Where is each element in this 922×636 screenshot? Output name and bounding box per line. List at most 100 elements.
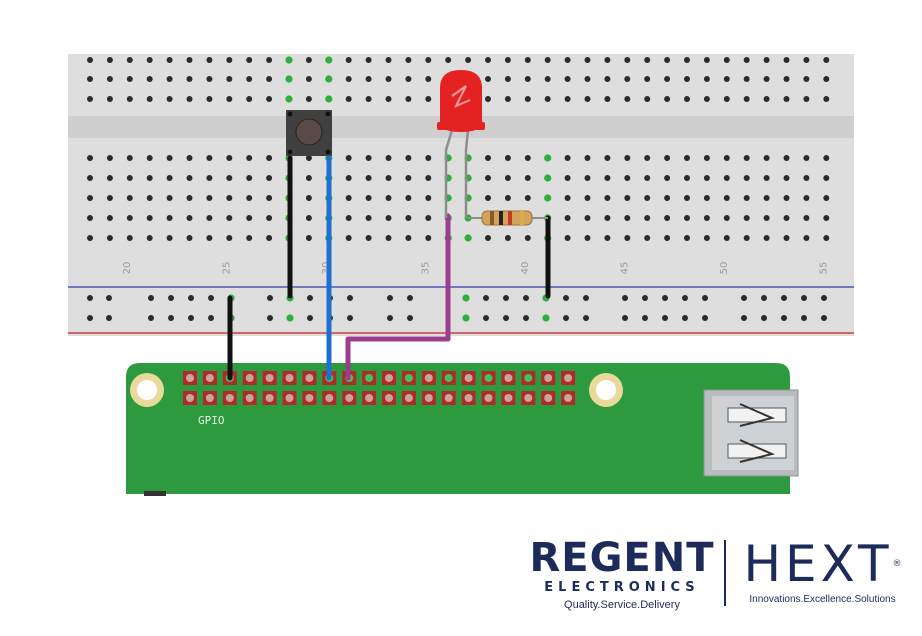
breadboard-hole — [188, 295, 194, 301]
breadboard-hole — [345, 175, 352, 181]
column-label: 40 — [520, 262, 531, 275]
resistor-band — [520, 211, 524, 225]
led-rim — [437, 122, 485, 130]
breadboard-hole — [345, 155, 352, 161]
breadboard-hole — [703, 76, 710, 82]
breadboard-hole — [285, 75, 293, 83]
breadboard-hole — [544, 76, 551, 82]
gpio-pin-hole — [564, 394, 573, 402]
breadboard-hole — [504, 175, 511, 181]
breadboard-hole — [246, 195, 253, 201]
breadboard-hole — [503, 295, 509, 301]
breadboard-hole — [347, 315, 353, 321]
breadboard-hole — [226, 96, 233, 102]
breadboard-hole — [563, 295, 569, 301]
breadboard-hole — [325, 75, 333, 83]
breadboard-hole — [743, 155, 750, 161]
breadboard-hole — [803, 57, 810, 63]
breadboard-hole — [485, 235, 491, 241]
hext-logo: HEXT® Innovations.Excellence.Solutions — [735, 536, 910, 606]
push-button — [286, 110, 332, 156]
breadboard-hole — [106, 57, 113, 63]
gpio-pin-hole — [265, 394, 274, 402]
breadboard-hole — [703, 175, 710, 181]
breadboard-hole — [186, 57, 193, 63]
breadboard-hole — [703, 96, 710, 102]
breadboard-hole — [823, 175, 830, 181]
gpio-pin-hole — [265, 374, 274, 382]
breadboard-hole — [803, 215, 810, 221]
regent-logo: REGENT ELECTRONICS Quality.Service.Deliv… — [528, 536, 716, 612]
breadboard-hole — [523, 295, 529, 301]
breadboard-hole — [624, 235, 631, 241]
breadboard-hole — [485, 76, 491, 82]
breadboard-hole — [208, 315, 214, 321]
breadboard-hole — [485, 175, 491, 181]
breadboard-hole — [803, 235, 810, 241]
gpio-pin-hole — [385, 374, 393, 382]
breadboard-hole — [644, 195, 651, 201]
breadboard-hole — [246, 215, 253, 221]
wire-led-gpio — [345, 213, 451, 381]
breadboard-hole — [186, 96, 193, 102]
gpio-pin-hole — [444, 374, 453, 382]
gpio-pin-hole — [205, 394, 214, 402]
breadboard-hole — [684, 155, 690, 161]
breadboard-hole — [485, 96, 491, 102]
breadboard-hole — [801, 295, 807, 301]
breadboard-hole — [644, 215, 651, 221]
breadboard-hole — [723, 96, 730, 102]
breadboard-hole — [87, 76, 93, 82]
breadboard-hole — [267, 295, 273, 301]
breadboard-hole — [186, 155, 193, 161]
breadboard-hole — [286, 314, 294, 322]
breadboard-hole — [405, 155, 412, 161]
breadboard-hole — [206, 76, 213, 82]
gpio-header — [183, 371, 576, 405]
mount-hole-right-center — [596, 380, 616, 400]
breadboard-hole — [783, 235, 790, 241]
gpio-pin-hole — [285, 394, 294, 402]
breadboard-hole — [604, 155, 611, 161]
breadboard-hole — [246, 175, 253, 181]
breadboard-hole — [761, 315, 767, 321]
breadboard-hole — [365, 155, 372, 161]
breadboard-hole — [604, 215, 611, 221]
breadboard-hole — [664, 76, 671, 82]
breadboard-hole — [662, 295, 668, 301]
breadboard-hole — [583, 295, 589, 301]
breadboard-hole — [644, 57, 651, 63]
gpio-pin-hole — [305, 374, 314, 382]
breadboard-hole — [664, 96, 671, 102]
breadboard-hole — [743, 175, 750, 181]
breadboard-hole — [206, 175, 213, 181]
breadboard-hole — [206, 195, 213, 201]
breadboard-hole — [166, 155, 173, 161]
breadboard-hole — [365, 195, 372, 201]
breadboard-hole — [564, 57, 571, 63]
breadboard-hole — [345, 76, 352, 82]
breadboard-hole — [483, 315, 489, 321]
breadboard-hole — [644, 235, 651, 241]
gpio-pin-hole — [186, 394, 194, 402]
breadboard-hole — [662, 315, 668, 321]
breadboard-hole — [166, 57, 173, 63]
breadboard-hole — [365, 175, 372, 181]
column-label: 45 — [620, 262, 631, 275]
gpio-pin-hole — [504, 374, 513, 382]
gpio-pin-hole — [424, 394, 433, 402]
column-label: 25 — [222, 262, 233, 275]
gpio-pin-hole — [285, 374, 294, 382]
breadboard-hole — [642, 315, 648, 321]
breadboard-hole — [604, 235, 611, 241]
breadboard-hole — [305, 175, 312, 181]
breadboard-hole — [146, 235, 153, 241]
breadboard-hole — [664, 175, 671, 181]
breadboard-hole — [305, 96, 312, 102]
breadboard-hole — [206, 235, 213, 241]
breadboard-hole — [365, 57, 372, 63]
breadboard-hole — [823, 195, 830, 201]
breadboard-hole — [146, 175, 153, 181]
breadboard-hole — [266, 175, 273, 181]
